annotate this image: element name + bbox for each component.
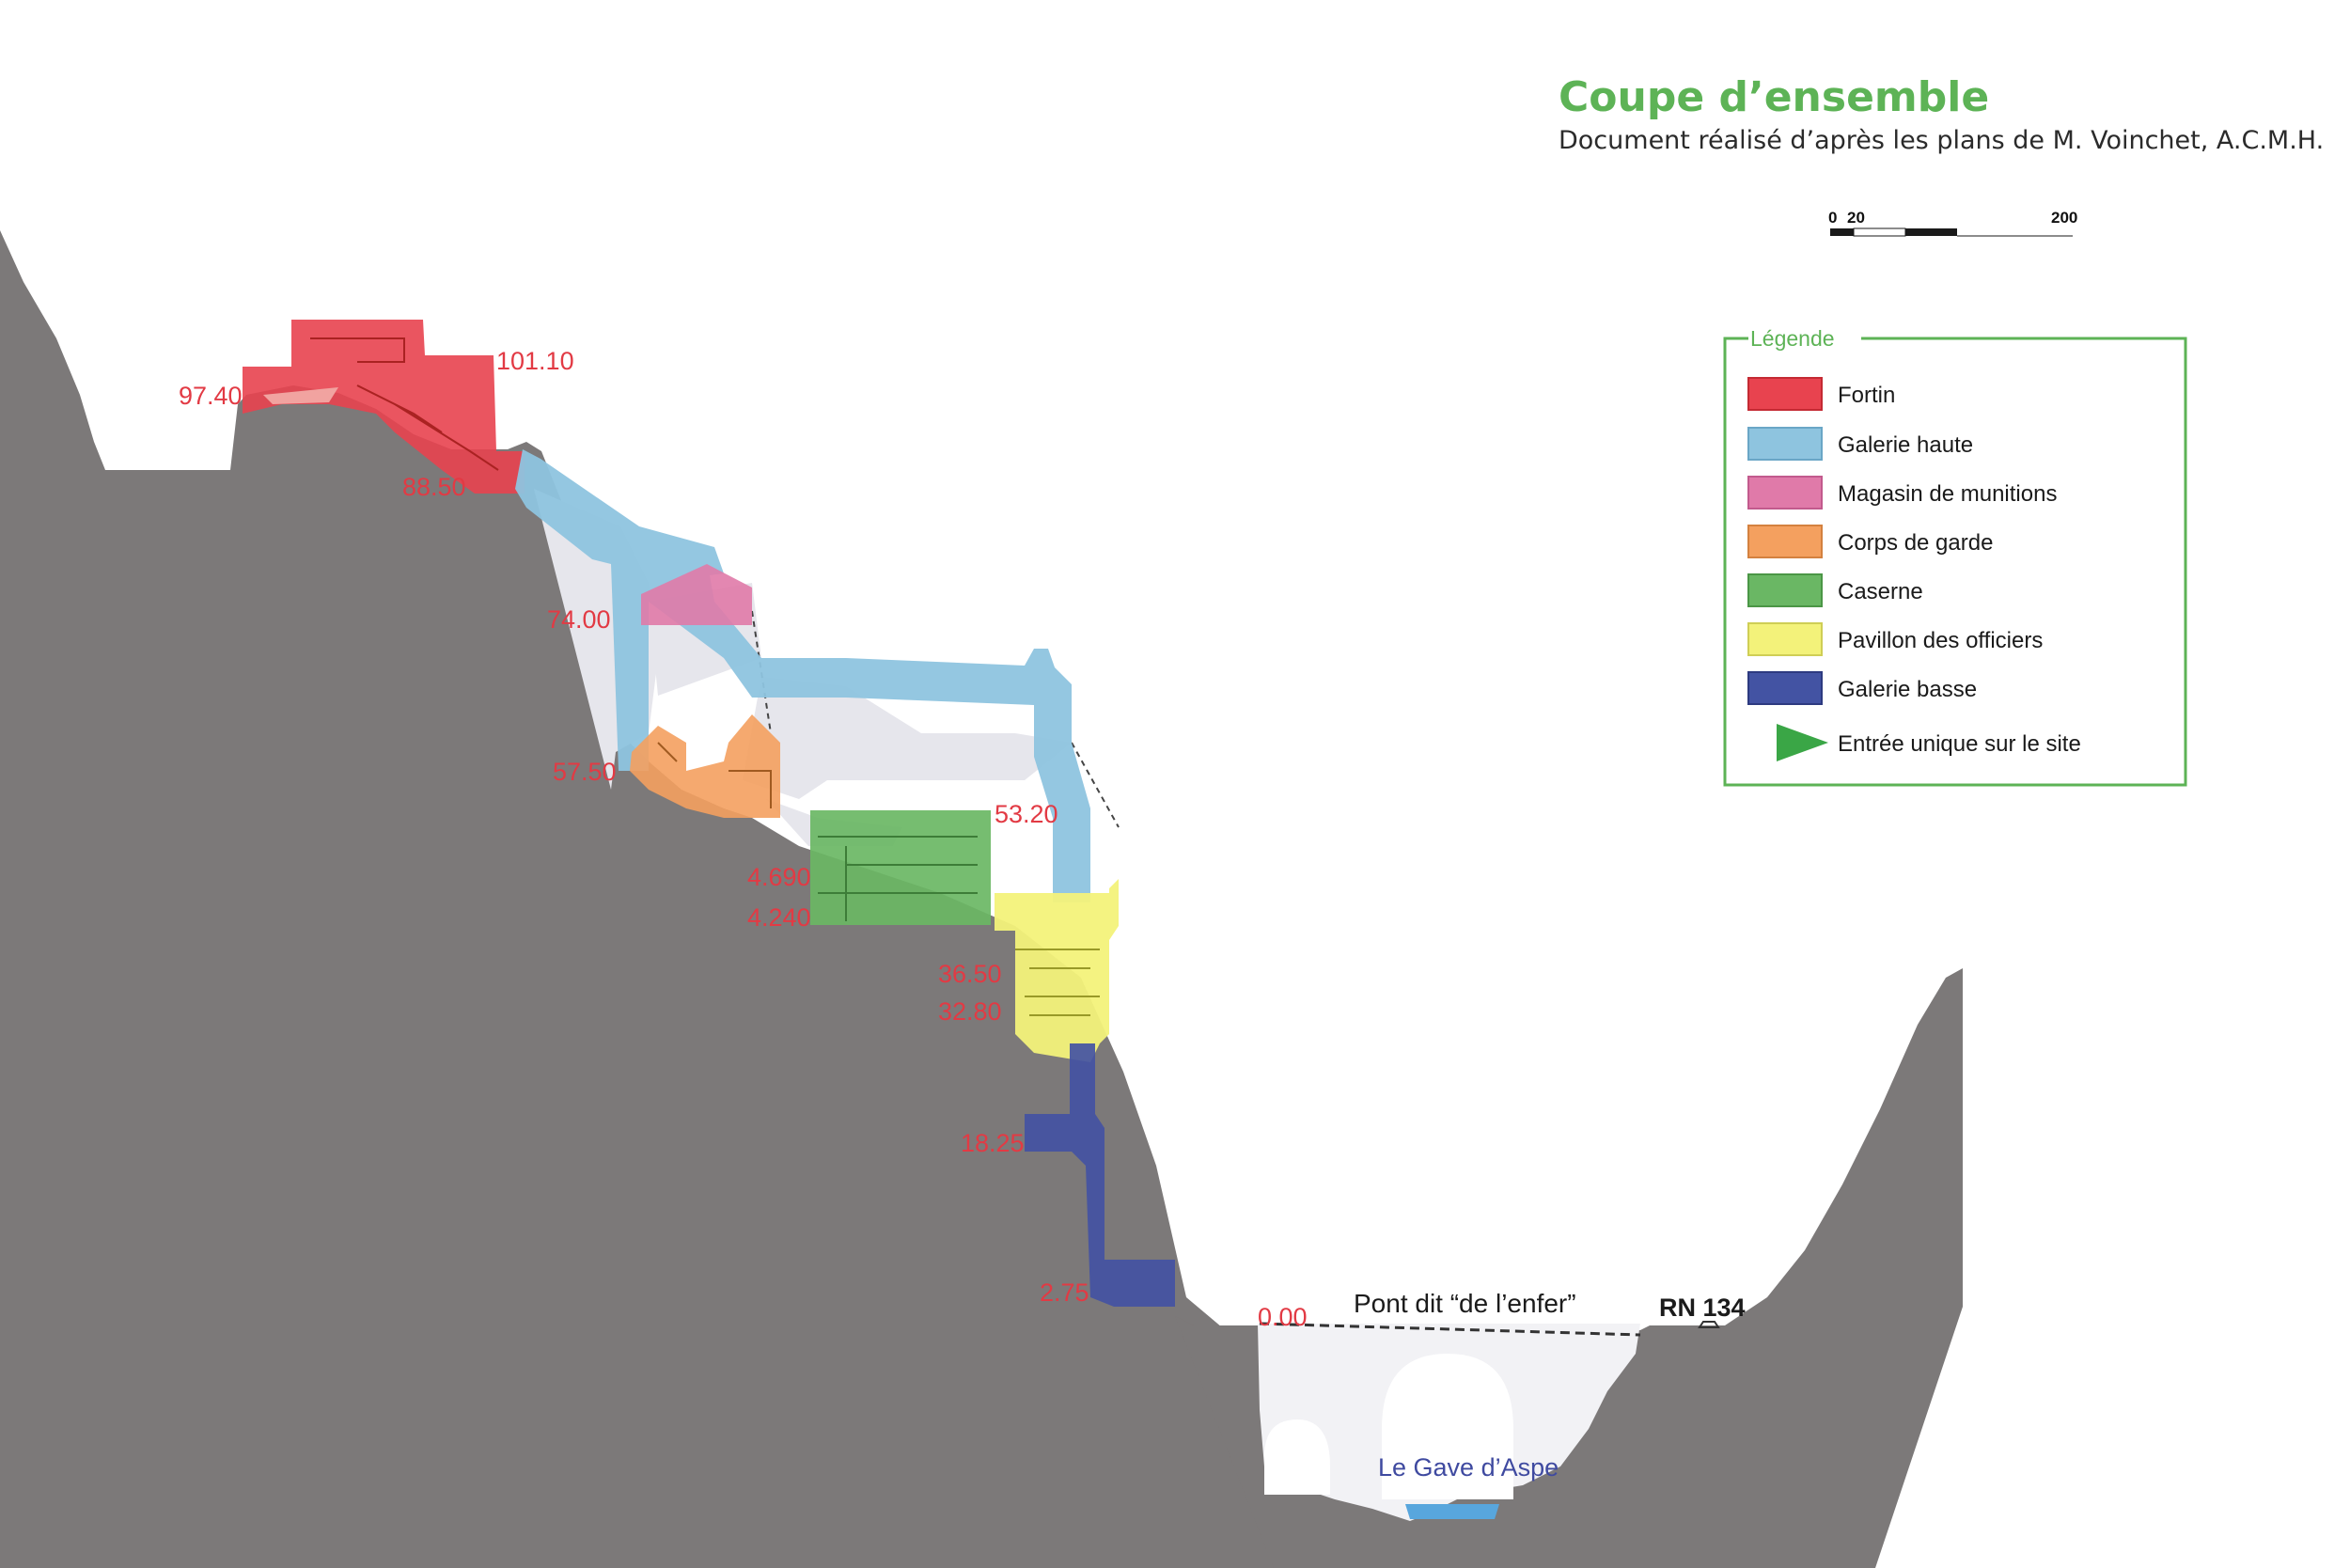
- galerie-haute: [515, 449, 1090, 902]
- legend-title: Légende: [1750, 326, 1835, 351]
- road-sign-icon: [1698, 1321, 1720, 1328]
- legend-label-pavillon: Pavillon des officiers: [1838, 628, 2043, 653]
- mountain-rock: [0, 230, 1274, 1568]
- galerie-basse: [1025, 1043, 1175, 1307]
- elevation-275: 2.75: [1040, 1278, 1089, 1307]
- corps-de-garde: [630, 714, 780, 818]
- elevation-9740: 97.40: [179, 382, 243, 410]
- elevation-4240: 4.240: [747, 903, 811, 932]
- legend-item-corps-de-garde: Corps de garde: [1747, 525, 1993, 558]
- elevation-4690: 4.690: [747, 863, 811, 891]
- elevation-5320: 53.20: [995, 800, 1058, 828]
- terrain: [0, 230, 1963, 1568]
- scale-label-20: 20: [1847, 209, 1865, 227]
- legend-item-fortin: Fortin: [1747, 377, 1895, 411]
- legend-item-caserne: Caserne: [1747, 573, 1923, 607]
- elevation-labels: 97.40 101.10 88.50 74.00 57.50 53.20 4.6…: [179, 347, 1308, 1331]
- legend-item-galerie-haute: Galerie haute: [1747, 427, 1973, 461]
- magasin-munitions: [641, 564, 752, 625]
- elevation-8850: 88.50: [402, 473, 466, 501]
- bridge-deck: [1259, 1322, 1641, 1337]
- bridge-arch: [1382, 1354, 1513, 1499]
- legend-label-entree: Entrée unique sur le site: [1838, 731, 2081, 757]
- legend-label-fortin: Fortin: [1838, 383, 1895, 408]
- legend: Légende Fortin Galerie haute Magasin de …: [1723, 326, 2187, 787]
- road-label: RN 134: [1659, 1294, 1746, 1322]
- bridge-side-arch: [1264, 1419, 1330, 1495]
- scale-label-200: 200: [2051, 209, 2077, 227]
- river-label: Le Gave d’Aspe: [1378, 1453, 1559, 1482]
- legend-item-entree: Entrée unique sur le site: [1777, 724, 2081, 761]
- pavillon-officiers: [995, 879, 1119, 1062]
- elevation-3650: 36.50: [938, 960, 1002, 988]
- elevation-000: 0.00: [1258, 1303, 1308, 1331]
- page-title: Coupe d’ensemble: [1559, 73, 1990, 121]
- elevation-1825: 18.25: [961, 1129, 1025, 1157]
- caserne: [810, 810, 991, 925]
- legend-label-caserne: Caserne: [1838, 579, 1923, 604]
- legend-label-magasin: Magasin de munitions: [1838, 481, 2057, 507]
- bridge-label: Pont dit “de l’enfer”: [1354, 1289, 1576, 1318]
- legend-label-corps-de-garde: Corps de garde: [1838, 530, 1993, 556]
- legend-label-galerie-haute: Galerie haute: [1838, 432, 1973, 458]
- elevation-10110: 101.10: [496, 347, 574, 375]
- entry-arrow-icon: [1777, 724, 1828, 761]
- elevation-5750: 57.50: [553, 758, 617, 786]
- river-water: [1405, 1504, 1499, 1519]
- legend-item-magasin: Magasin de munitions: [1747, 476, 2057, 510]
- elevation-3280: 32.80: [938, 997, 1002, 1026]
- elevation-7400: 74.00: [547, 605, 611, 634]
- scale-label-0: 0: [1828, 209, 1837, 227]
- scale-bar: 0 20 200: [1828, 209, 2077, 237]
- fortin: [243, 320, 525, 494]
- legend-item-pavillon: Pavillon des officiers: [1747, 622, 2043, 656]
- page-subtitle: Document réalisé d’après les plans de M.…: [1559, 126, 2325, 155]
- legend-item-galerie-basse: Galerie basse: [1747, 671, 1977, 705]
- legend-label-galerie-basse: Galerie basse: [1838, 677, 1977, 702]
- person-icon: [131, 442, 142, 466]
